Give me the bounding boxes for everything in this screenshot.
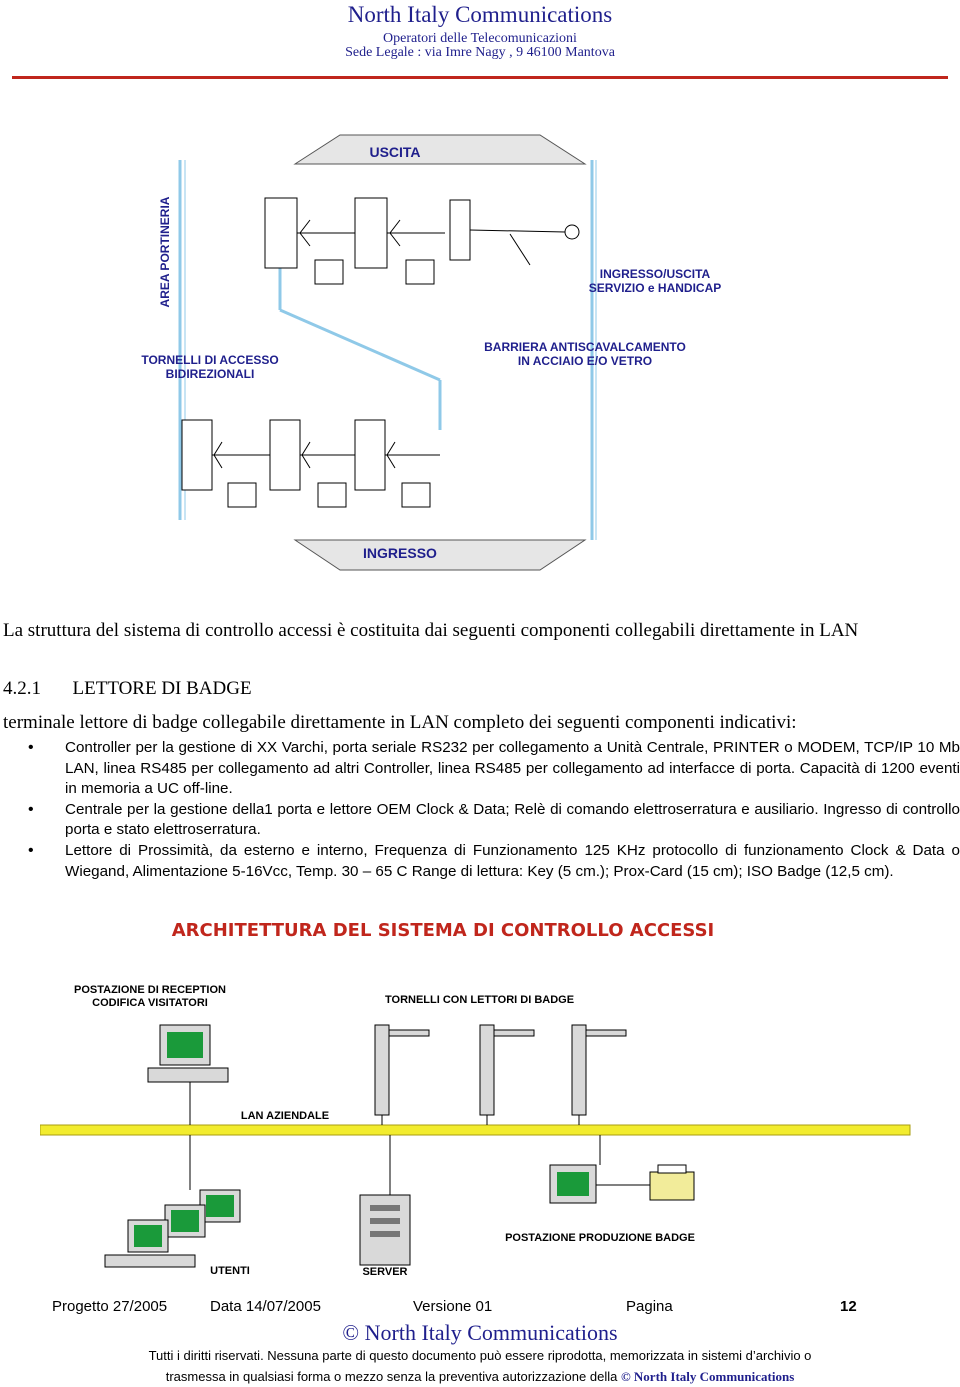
exit-label: USCITA xyxy=(369,144,421,160)
users-pcs-icon xyxy=(104,1135,241,1268)
header-company: North Italy Communications xyxy=(347,2,613,27)
architecture-title: ARCHITETTURA DEL SISTEMA DI CONTROLLO AC… xyxy=(171,920,715,941)
badge-station-icon xyxy=(549,1135,695,1204)
server-icon xyxy=(359,1135,411,1266)
description-paragraph: terminale lettore di badge collegabile d… xyxy=(3,712,797,733)
intro-paragraph: La struttura del sistema di controllo ac… xyxy=(3,620,859,641)
footer-rights-line2: trasmessa in qualsiasi forma o mezzo sen… xyxy=(165,1369,795,1384)
diagonal-barrier xyxy=(279,308,441,382)
list-item: Controller per la gestione di XX Varchi,… xyxy=(28,738,960,800)
header-divider xyxy=(12,76,948,79)
footer-project: Progetto 27/2005 xyxy=(52,1298,168,1315)
bottom-turnstiles xyxy=(181,419,440,508)
service-label-2: SERVIZIO e HANDICAP xyxy=(588,281,722,295)
footer-version: Versione 01 xyxy=(413,1298,493,1315)
top-turnstiles xyxy=(264,197,471,285)
turnstile-label-2: BIDIREZIONALI xyxy=(165,367,255,381)
entrance-banner xyxy=(293,539,587,571)
barrier-label-1: BARRIERA ANTISCAVALCAMENTO xyxy=(484,340,686,354)
header-subtitle: Operatori delle Telecomunicazioni xyxy=(383,31,577,46)
footer-rights-company: © North Italy Communications xyxy=(620,1369,795,1384)
reception-pc-icon xyxy=(147,1024,229,1125)
entrance-label: INGRESSO xyxy=(363,545,437,561)
footer-rights: Tutti i diritti riservati. Nessuna parte… xyxy=(0,1345,960,1387)
service-label-1: INGRESSO/USCITA xyxy=(599,267,711,281)
reception-label-1: POSTAZIONE DI RECEPTION xyxy=(74,984,226,996)
footer-date: Data 14/07/2005 xyxy=(210,1298,321,1315)
architecture-diagram xyxy=(40,1024,911,1268)
list-item: Lettore di Prossimità, da esterno e inte… xyxy=(28,841,960,882)
exit-banner xyxy=(293,134,587,165)
lan-bar xyxy=(40,1124,911,1136)
turnstile-label-1: TORNELLI DI ACCESSO xyxy=(141,353,279,367)
server-label: SERVER xyxy=(362,1266,408,1278)
header-address: Sede Legale : via Imre Nagy , 9 46100 Ma… xyxy=(345,45,615,60)
list-item: Centrale per la gestione della1 porta e … xyxy=(28,800,960,841)
users-label: UTENTI xyxy=(210,1265,250,1277)
lodge-label: AREA PORTINERIA xyxy=(158,196,172,308)
reception-label-2: CODIFICA VISITATORI xyxy=(92,997,208,1009)
section-number: 4.2.1 xyxy=(3,678,41,699)
turnstiles-label: TORNELLI CON LETTORI DI BADGE xyxy=(385,994,575,1006)
service-gate xyxy=(469,224,580,266)
footer-company: © North Italy Communications xyxy=(342,1320,618,1345)
footer-page-label: Pagina xyxy=(626,1298,673,1315)
badge-station-label: POSTAZIONE PRODUZIONE BADGE xyxy=(505,1232,695,1244)
footer-rights-line1: Tutti i diritti riservati. Nessuna parte… xyxy=(148,1348,812,1363)
section-heading: 4.2.1 LETTORE DI BADGE xyxy=(3,678,252,700)
footer-page-number: 12 xyxy=(840,1298,857,1315)
turnstile-readers-icon xyxy=(374,1024,627,1125)
section-title: LETTORE DI BADGE xyxy=(72,678,252,699)
components-list: Controller per la gestione di XX Varchi,… xyxy=(28,738,960,882)
lan-label: LAN AZIENDALE xyxy=(240,1110,330,1122)
floorplan-diagram xyxy=(178,134,597,571)
barrier-label-2: IN ACCIAIO E/O VETRO xyxy=(517,354,653,368)
